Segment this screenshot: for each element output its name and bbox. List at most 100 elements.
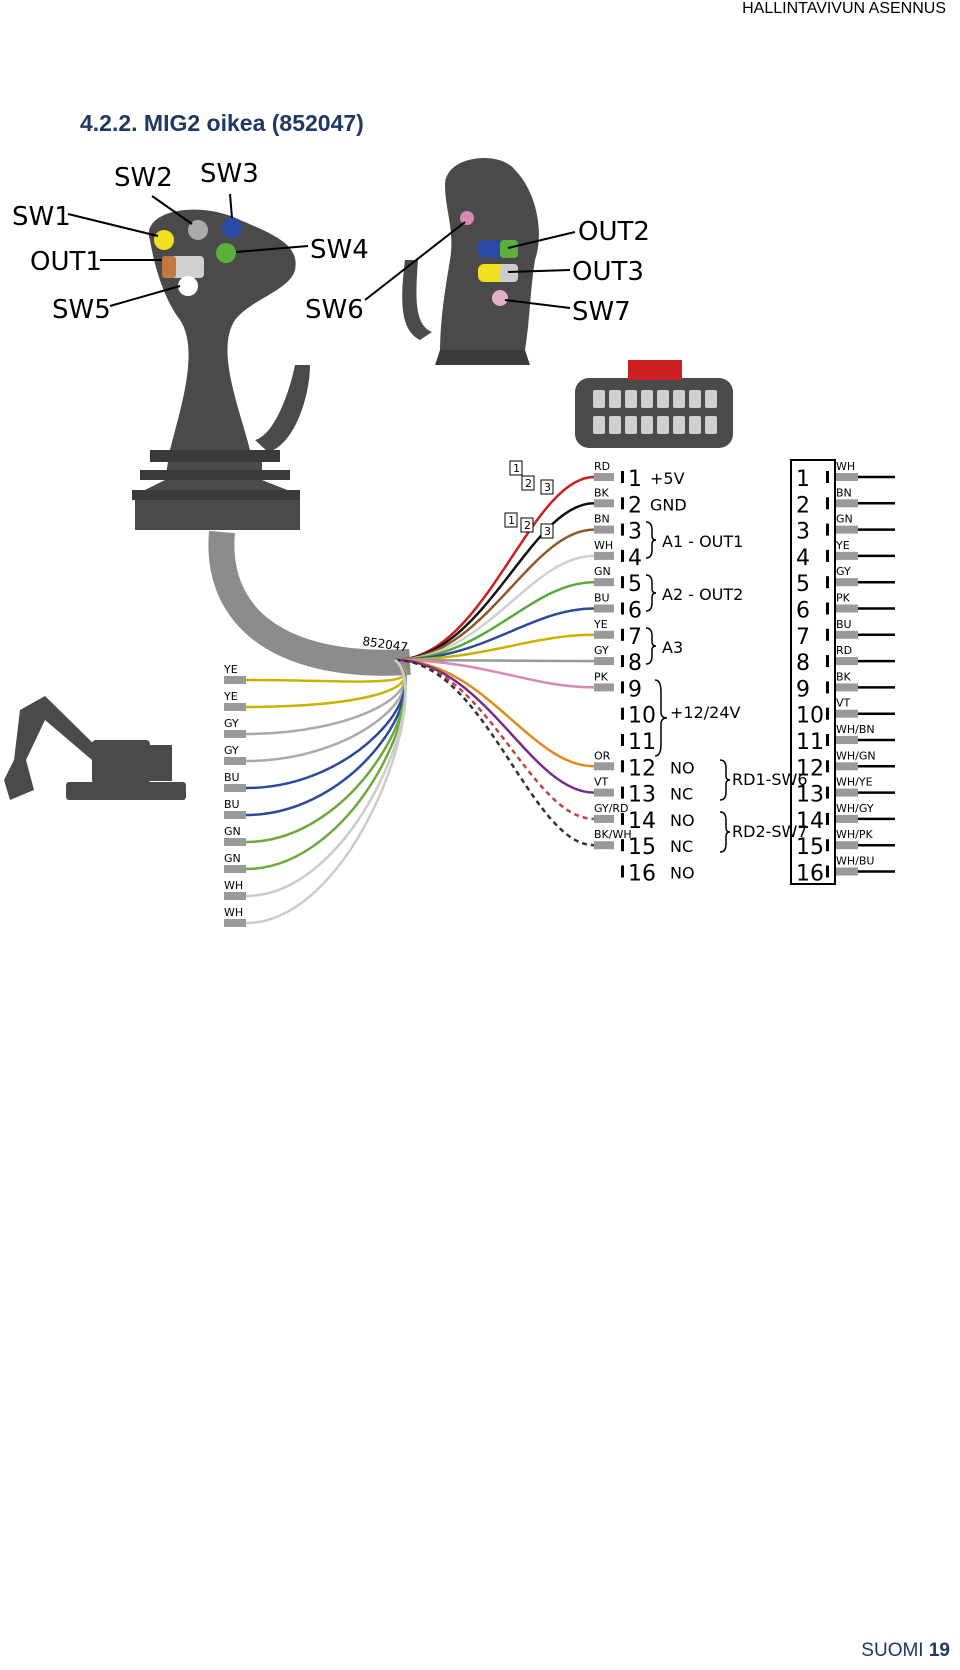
joystick-left	[132, 209, 310, 530]
left-wire-code: BU	[224, 798, 240, 811]
page-number: 19	[928, 1640, 950, 1661]
connector	[575, 360, 733, 448]
wire-terminal	[594, 525, 614, 534]
wire-terminal	[594, 551, 614, 560]
sw5-button	[178, 276, 198, 296]
wire-code: GY	[594, 644, 609, 657]
group-a3: A3	[662, 638, 683, 657]
wire-terminal	[594, 578, 614, 587]
left-wire-code: YE	[223, 690, 238, 703]
wire	[394, 658, 595, 794]
label-sw5: SW5	[52, 295, 111, 325]
right-wire-code: WH/BN	[836, 723, 875, 736]
right-wire-code: YE	[835, 539, 850, 552]
pin-number: 8	[628, 651, 642, 676]
tag-number: 1	[508, 514, 515, 527]
pin-signal: NO	[670, 864, 695, 883]
footer-lang: SUOMI	[861, 1640, 924, 1661]
right-wire-code: VT	[836, 697, 851, 710]
right-wire-code: WH/YE	[836, 776, 873, 789]
wire-code: GY/RD	[594, 802, 629, 815]
right-wire-code: WH	[836, 460, 855, 473]
excavator-icon	[4, 696, 186, 800]
right-wire-code: RD	[836, 644, 852, 657]
label-out2: OUT2	[578, 217, 650, 247]
sw3-button	[222, 218, 242, 238]
sw1-button	[154, 230, 174, 250]
wire	[394, 475, 595, 662]
left-wire-code: GY	[224, 744, 239, 757]
wiring-diagram: SW1 SW2 SW3 SW4 OUT1 SW5 SW6 OUT2 OUT3 S…	[4, 158, 895, 927]
page-footer: SUOMI 19	[861, 1640, 950, 1662]
cable-label: 852047	[362, 634, 409, 654]
pin-number: 5	[628, 572, 642, 597]
right-pin-number: 13	[796, 783, 824, 808]
wire	[394, 658, 595, 768]
right-pin-number: 3	[796, 520, 810, 545]
wire-terminal	[594, 630, 614, 639]
wire-terminal	[594, 657, 614, 666]
sw4-button	[216, 243, 236, 263]
right-pin-number: 4	[796, 546, 810, 571]
wire-code: BU	[594, 592, 610, 605]
group-a2: A2 - OUT2	[662, 585, 743, 604]
wire-code: YE	[593, 618, 608, 631]
pin-number: 10	[628, 704, 656, 729]
right-wire-code: WH/GY	[836, 802, 874, 815]
wire-bundle	[245, 475, 595, 925]
label-sw3: SW3	[200, 159, 259, 189]
right-pin-number: 8	[796, 651, 810, 676]
wire-terminal	[594, 788, 614, 797]
right-pin-number: 6	[796, 599, 810, 624]
left-wire-code: GN	[224, 825, 241, 838]
right-pin-number: 5	[796, 572, 810, 597]
wire-code: OR	[594, 749, 611, 762]
right-pin-number: 16	[796, 862, 824, 887]
right-wire-code: PK	[836, 592, 851, 605]
wire	[245, 659, 407, 925]
label-sw6: SW6	[305, 295, 364, 325]
right-pin-table: 1WH2BN3GN4YE5GY6PK7BU8RD9BK10VT11WH/BN12…	[796, 460, 895, 887]
sw6-button	[460, 211, 474, 225]
right-pin-number: 1	[796, 467, 810, 492]
wire	[394, 633, 595, 662]
right-wire-code: BU	[836, 618, 852, 631]
right-wire-code: WH/BU	[836, 855, 874, 868]
wire-terminal	[594, 604, 614, 613]
page-header: HALLINTAVIVUN ASENNUS	[742, 0, 946, 17]
tag-number: 2	[524, 519, 531, 532]
wire	[245, 659, 407, 844]
wire-terminal	[594, 473, 614, 481]
wire-code: RD	[594, 460, 610, 473]
label-sw4: SW4	[310, 235, 369, 265]
left-wire-code: YE	[223, 663, 238, 676]
left-wire-code: GY	[224, 717, 239, 730]
wire-terminal	[594, 762, 614, 771]
tag-number: 1	[513, 462, 520, 475]
wire	[245, 659, 407, 898]
pin-number: 2	[628, 493, 642, 518]
wire-terminal	[594, 814, 614, 823]
left-wire-code: BU	[224, 771, 240, 784]
right-pin-number: 11	[796, 730, 824, 755]
right-connector-frame	[790, 459, 836, 885]
pin-number: 14	[628, 809, 656, 834]
pin-number: 3	[628, 520, 642, 545]
pin-number: 4	[628, 546, 642, 571]
group-rd2: RD2-SW7	[732, 822, 808, 841]
wire-code: GN	[594, 565, 611, 578]
pin-number: 13	[628, 783, 656, 808]
wire	[394, 658, 595, 847]
pin-number: 11	[628, 730, 656, 755]
wire	[394, 528, 595, 662]
group-voltage: +12/24V	[670, 703, 741, 722]
joystick-right	[402, 158, 539, 365]
right-wire-code: GN	[836, 513, 853, 526]
right-wire-code: WH/PK	[836, 828, 873, 841]
right-pin-number: 2	[796, 493, 810, 518]
pin-signal: NC	[670, 785, 693, 804]
label-sw2: SW2	[114, 163, 173, 193]
wire-code: VT	[594, 776, 609, 789]
